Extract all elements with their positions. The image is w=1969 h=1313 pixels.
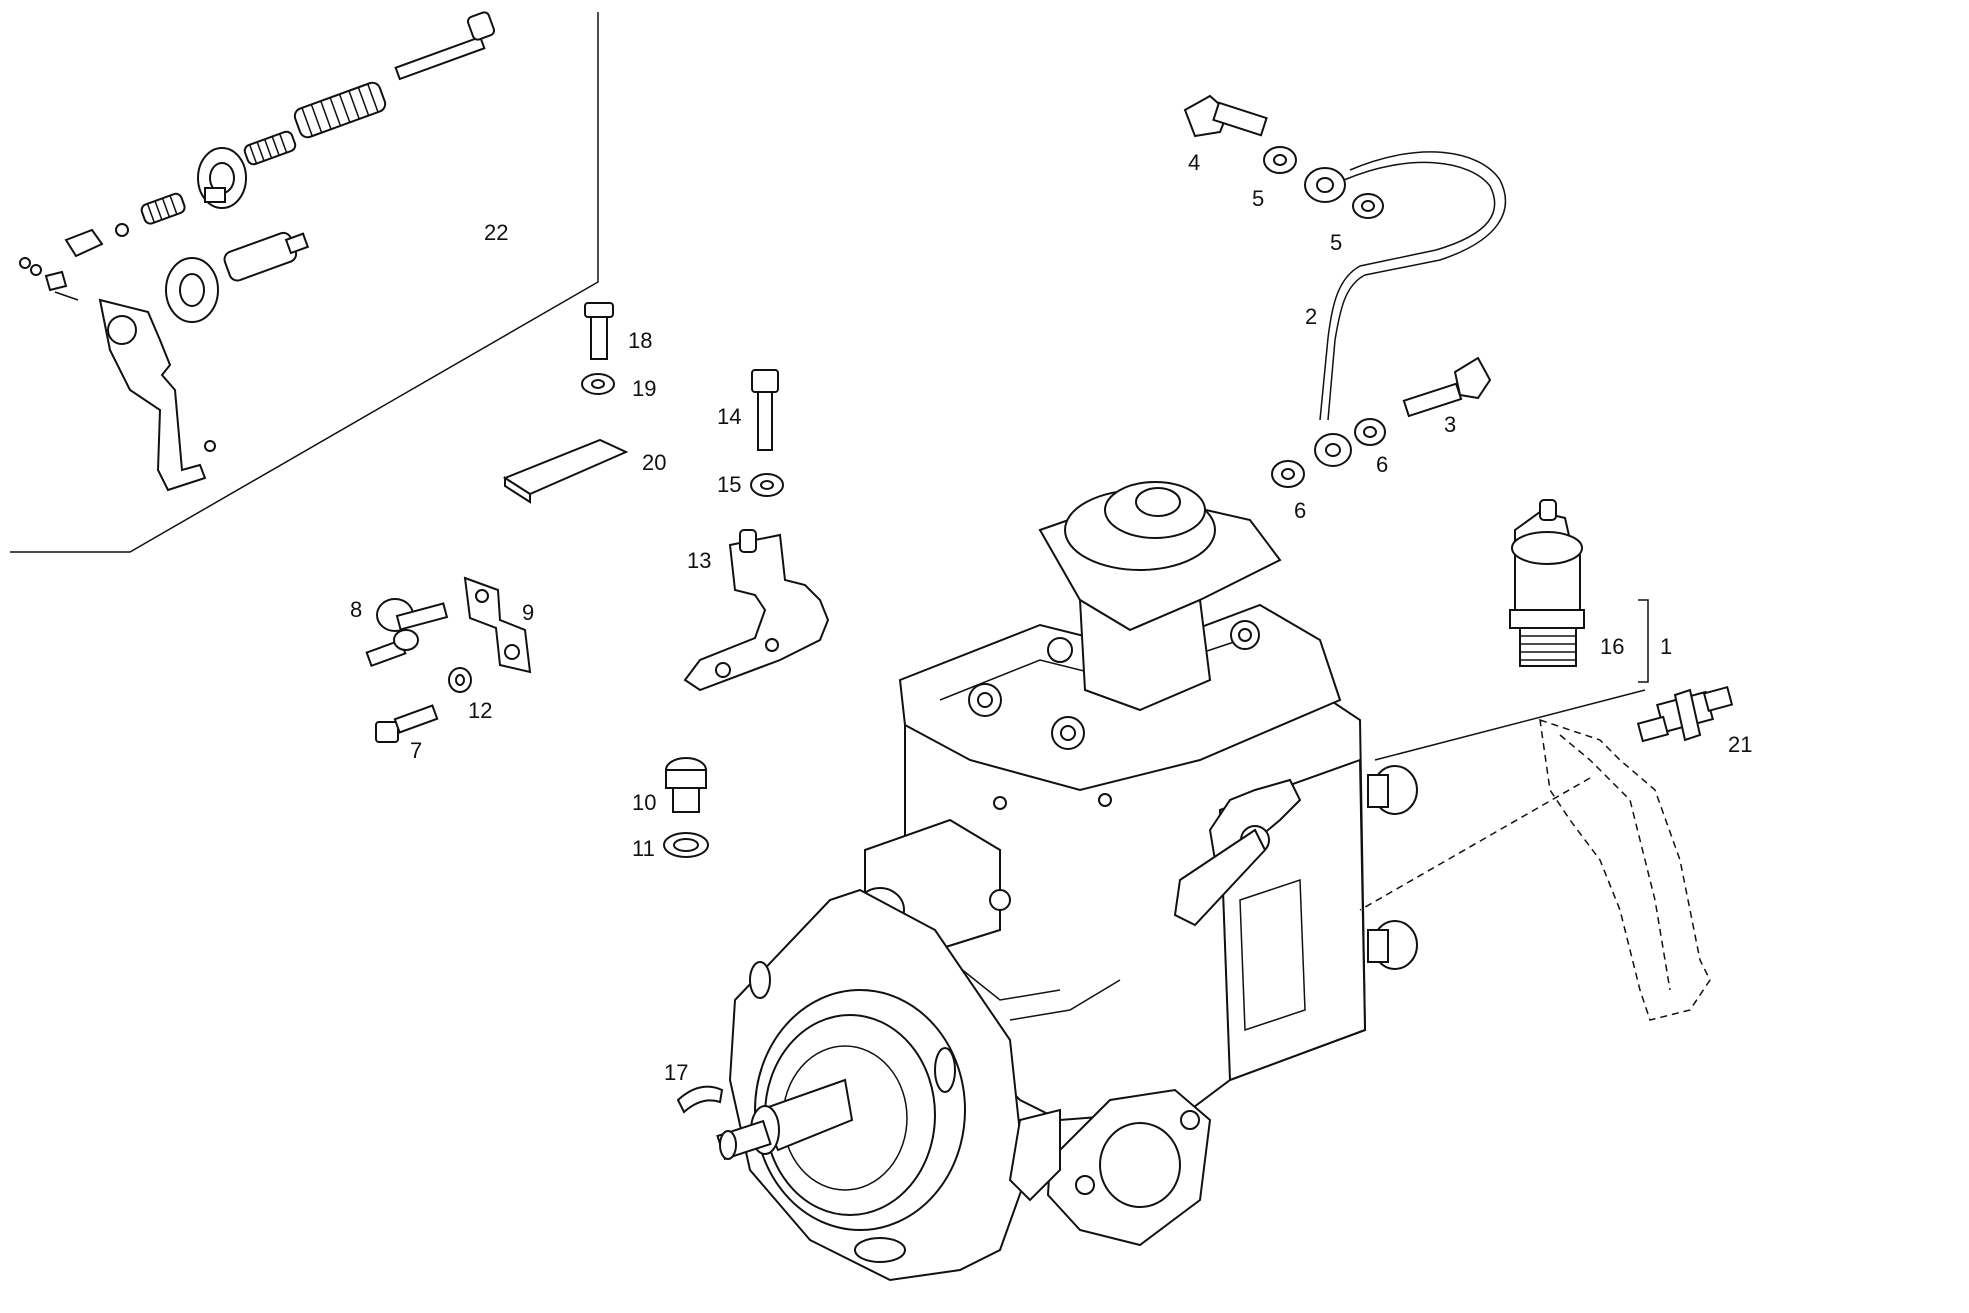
callout-11: 11 <box>632 836 655 861</box>
plug-10 <box>665 757 707 813</box>
banjo-fitting-lower <box>1314 433 1352 467</box>
callout-20: 20 <box>642 450 666 475</box>
callout-18: 18 <box>628 328 652 353</box>
washer-19 <box>581 373 615 395</box>
callout-13: 13 <box>687 548 711 573</box>
callout-22: 22 <box>484 220 508 245</box>
stop-solenoid-16 <box>1509 499 1585 667</box>
plate-20 <box>502 438 629 504</box>
callout-21: 21 <box>1728 732 1752 757</box>
sealing-washer-5b <box>1352 193 1384 219</box>
callout-6b: 6 <box>1294 498 1306 523</box>
screw-14 <box>751 369 779 451</box>
sealing-washer-5a <box>1263 146 1297 174</box>
fuel-return-pipe <box>1319 151 1507 421</box>
callout-9: 9 <box>522 600 534 625</box>
callout-2: 2 <box>1305 304 1317 329</box>
banjo-fitting-upper <box>1304 167 1346 203</box>
callout-10: 10 <box>632 790 656 815</box>
callout-4: 4 <box>1188 150 1200 175</box>
bracket-13 <box>683 529 830 692</box>
leader-16-1 <box>1638 599 1649 683</box>
banjo-bolt-3 <box>1402 356 1492 418</box>
bracket-9 <box>463 576 532 674</box>
screw-7 <box>375 704 439 743</box>
screw-18 <box>584 302 614 360</box>
callout-14: 14 <box>717 404 741 429</box>
fitting-8 <box>365 598 449 668</box>
callout-16: 16 <box>1600 634 1624 659</box>
callout-15: 15 <box>717 472 741 497</box>
drive-shaft <box>716 1078 854 1161</box>
washer-12 <box>448 667 472 693</box>
callout-17: 17 <box>664 1060 688 1085</box>
seal-ring-11 <box>663 832 709 858</box>
callout-12: 12 <box>468 698 492 723</box>
phantom-bracket <box>1539 718 1711 1021</box>
callout-1: 1 <box>1660 634 1672 659</box>
assembly-leader-lines <box>1359 689 1646 911</box>
callout-5b: 5 <box>1330 230 1342 255</box>
key-17 <box>676 1085 724 1114</box>
callout-3: 3 <box>1444 412 1456 437</box>
washer-15 <box>750 473 784 497</box>
sealing-washer-6a <box>1354 418 1386 446</box>
sealing-washer-6b <box>1271 460 1305 488</box>
inset-frame <box>10 12 599 553</box>
banjo-bolt-4 <box>1183 94 1268 138</box>
callout-6a: 6 <box>1376 452 1388 477</box>
callout-8: 8 <box>350 597 362 622</box>
sensor-21 <box>1636 685 1734 743</box>
feed-pump-cover <box>1008 1088 1212 1247</box>
callout-19: 19 <box>632 376 656 401</box>
callout-7: 7 <box>410 738 422 763</box>
callout-5a: 5 <box>1252 186 1264 211</box>
inset-advance-device-parts <box>19 11 496 492</box>
